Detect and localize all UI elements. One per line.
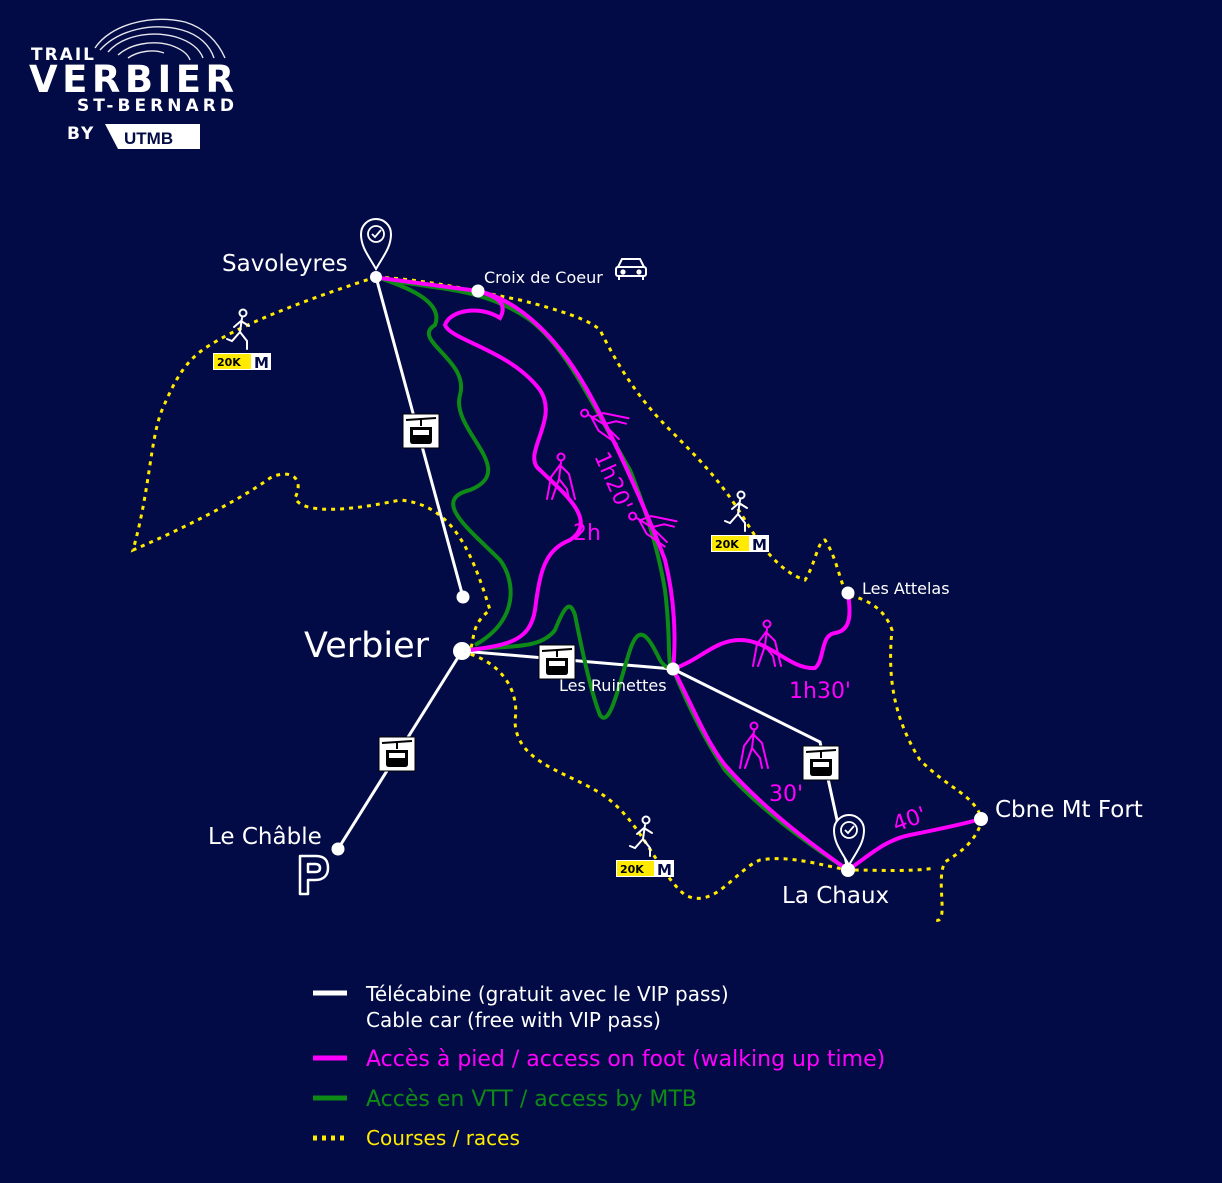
- dot-lechable: [331, 842, 345, 856]
- dot-verbier: [453, 642, 471, 660]
- svg-text:M: M: [254, 354, 269, 372]
- foot-route-savoleyres-ruinettes: [379, 276, 677, 670]
- logo-utmb: UTMB: [124, 129, 173, 148]
- dot-attelas: [841, 586, 855, 600]
- logo-by: BY: [67, 124, 95, 144]
- foot-route-lachaux-montfort: [846, 817, 982, 872]
- location-dots: [331, 271, 988, 877]
- label-cbne-mt-fort: Cbne Mt Fort: [995, 797, 1143, 823]
- dot-savoleyres: [370, 271, 382, 283]
- dot-lachaux: [841, 863, 855, 877]
- gondola-icon: [402, 413, 440, 449]
- svg-text:20K: 20K: [620, 863, 644, 876]
- contour-lines-icon: [94, 18, 226, 61]
- car-icon: [615, 258, 647, 280]
- hiker-icon: [739, 721, 769, 769]
- legend-races: Courses / races: [366, 1126, 520, 1150]
- mtb-route-verbier-savoleyres: [379, 276, 513, 647]
- gondola-icon: [378, 736, 416, 772]
- foot-route-ruinettes-attelas: [672, 592, 852, 671]
- svg-text:M: M: [752, 536, 767, 554]
- legend-cable-en: Cable car (free with VIP pass): [366, 1008, 661, 1032]
- dot-croix-de-coeur: [471, 284, 485, 298]
- label-le-chable: Le Châble: [208, 824, 322, 850]
- svg-text:20K: 20K: [715, 538, 739, 551]
- legend-cable-fr: Télécabine (gratuit avec le VIP pass): [365, 982, 729, 1006]
- legend-foot: Accès à pied / access on foot (walking u…: [366, 1047, 885, 1072]
- gondola-icon: [802, 745, 840, 781]
- hiker-icon: [752, 619, 782, 667]
- mtb-route-verbier-ruinettes: [465, 604, 674, 720]
- map-pin-check-icon: [360, 218, 392, 270]
- time-1h30: 1h30': [789, 679, 851, 704]
- dot-cable-mid: [456, 590, 470, 604]
- race-route-west: [130, 275, 492, 651]
- label-verbier: Verbier: [304, 626, 430, 666]
- utmb-badge: [105, 124, 200, 149]
- legend-mtb: Accès en VTT / access by MTB: [366, 1087, 697, 1112]
- logo-trail: TRAIL: [31, 45, 96, 65]
- dot-ruinettes: [666, 662, 680, 676]
- dot-montfort: [974, 812, 988, 826]
- foot-routes: [379, 276, 982, 872]
- gondola-icon: [538, 644, 576, 680]
- race-badge: 20K M: [616, 815, 674, 879]
- race-badge: 20K M: [711, 490, 769, 554]
- svg-text:20K: 20K: [217, 356, 241, 369]
- time-1h20: 1h20': [589, 448, 637, 515]
- time-2h: 2h: [573, 521, 601, 546]
- logo-st-bernard: ST-BERNARD: [77, 96, 235, 116]
- legend: Télécabine (gratuit avec le VIP pass) Ca…: [313, 982, 885, 1150]
- logo-verbier: VERBIER: [29, 58, 235, 101]
- map-pin-check-icon: [833, 814, 865, 866]
- label-croix-de-coeur: Croix de Coeur: [484, 268, 603, 287]
- svg-text:M: M: [657, 861, 672, 879]
- foot-route-ruinettes-lachaux: [671, 668, 850, 872]
- label-la-chaux: La Chaux: [782, 883, 889, 909]
- foot-route-verbier-croix: [442, 289, 583, 652]
- label-savoleyres: Savoleyres: [222, 251, 348, 277]
- label-les-ruinettes: Les Ruinettes: [559, 676, 667, 695]
- race-badge: 20K M: [213, 308, 271, 372]
- label-les-attelas: Les Attelas: [862, 579, 950, 598]
- time-30: 30': [769, 782, 803, 807]
- event-logo: TRAIL VERBIER ST-BERNARD BY UTMB: [29, 18, 235, 149]
- parking-icon: [298, 854, 330, 896]
- race-route-south: [461, 650, 936, 900]
